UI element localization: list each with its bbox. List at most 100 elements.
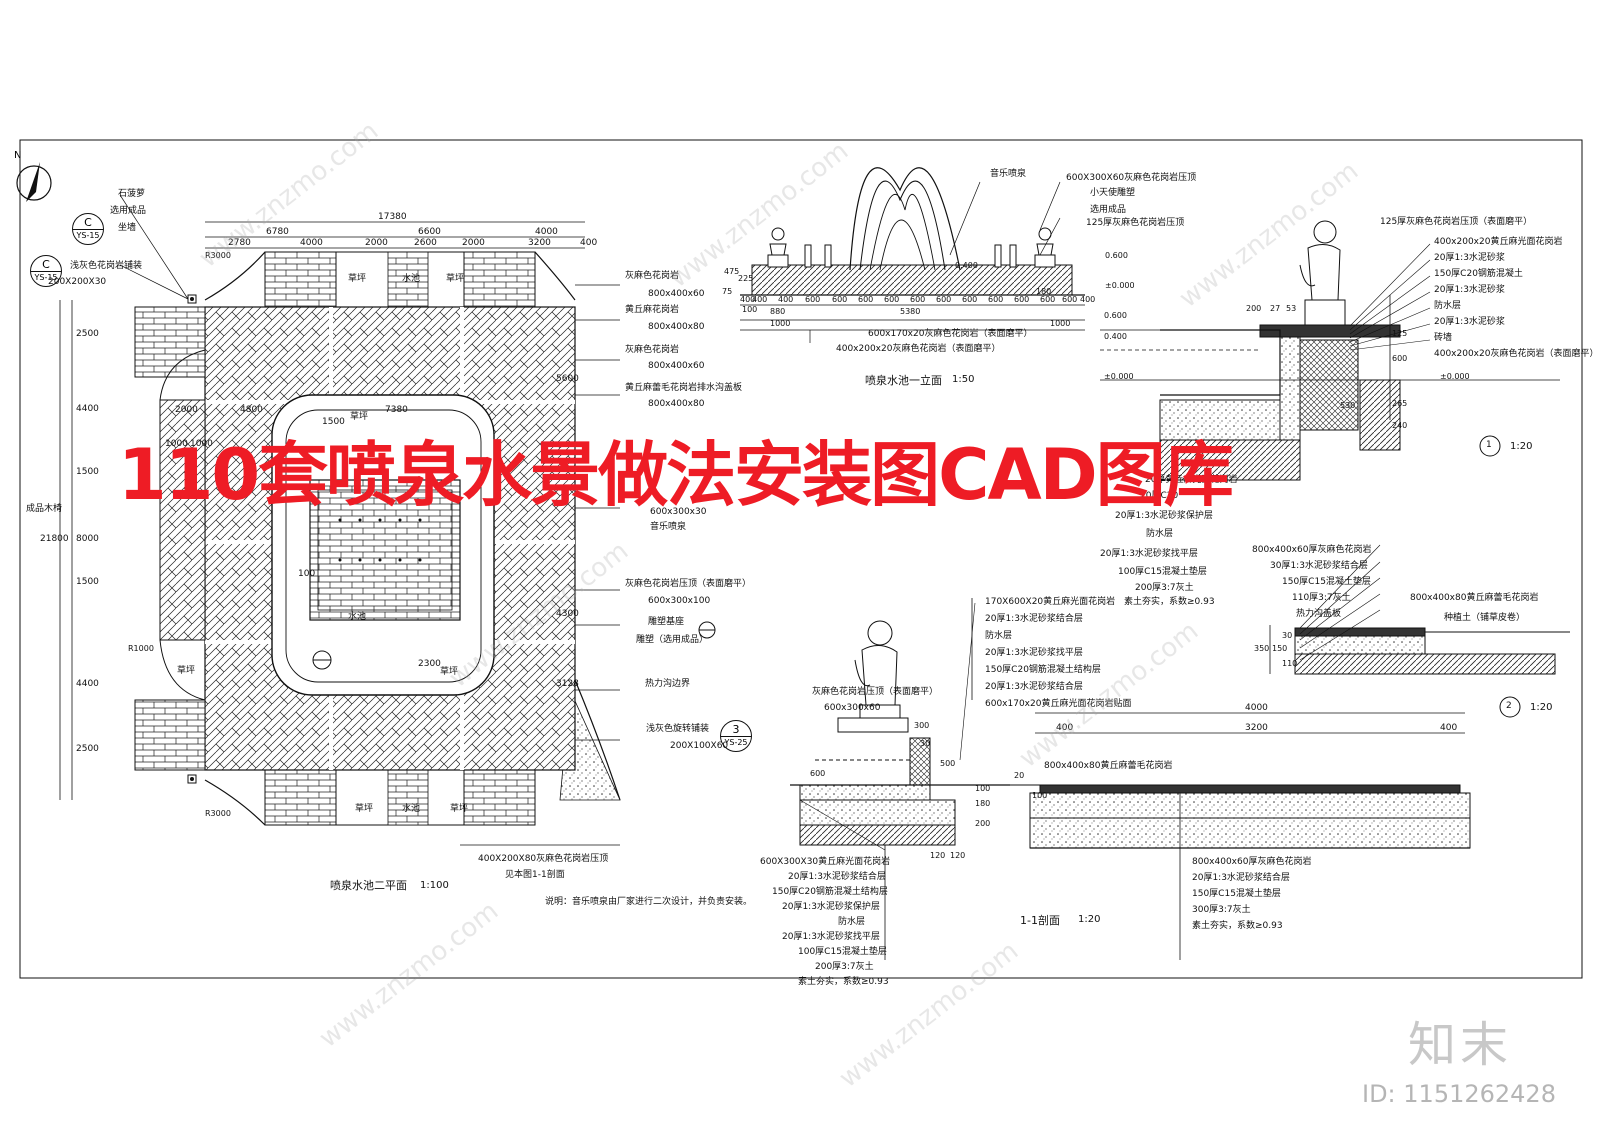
plan-view <box>59 194 716 846</box>
s1-label: 20厚1:3水泥砂浆 <box>1434 285 1505 295</box>
s3-bottom-label: 20厚1:3水泥砂浆找平层 <box>782 932 880 942</box>
s3-dim: 120 <box>950 851 966 860</box>
s3-bottom-label: 150厚C20钢筋混凝土结构层 <box>772 887 888 897</box>
s2-label: 30厚1:3水泥砂浆结合层 <box>1270 561 1368 571</box>
elev-dim: 880 <box>770 307 786 316</box>
callout-c: C YS-15 <box>72 213 104 245</box>
s1-label: 防水层 <box>1434 301 1462 311</box>
s11-dim: 400 <box>1440 723 1458 733</box>
elevation-view <box>740 167 1085 343</box>
paving-size-label: 200X200X30 <box>48 277 107 287</box>
elevation-title: 喷泉水池一立面 <box>865 374 942 387</box>
elev-dim: 600 <box>962 295 978 304</box>
s11-dim: 400 <box>1056 723 1074 733</box>
plan-scale: 1:100 <box>420 880 449 891</box>
size-label: 800x400x60 <box>648 361 705 371</box>
elev-level: ±0.000 <box>1105 281 1135 290</box>
plan-note: 说明：音乐喷泉由厂家进行二次设计，并负责安装。 <box>545 897 753 907</box>
s1-dim: 53 <box>1286 304 1297 313</box>
s3-top-label: 20厚1:3水泥砂浆找平层 <box>985 648 1083 658</box>
elevation-scale: 1:50 <box>952 374 975 385</box>
elev-music-fountain: 音乐喷泉 <box>990 169 1027 179</box>
sculpture-label: 雕塑（选用成品） <box>636 635 709 645</box>
section-1 <box>1100 220 1560 481</box>
plan-dim: 5600 <box>556 374 579 384</box>
s1-dim: 27 <box>1270 304 1281 313</box>
s1-dim: 240 <box>1392 421 1408 430</box>
s11-title: 1-1剖面 <box>1020 914 1060 927</box>
elev-dim: 600 <box>1062 295 1078 304</box>
elev-dim: 75 <box>722 287 733 296</box>
plan-dim: 2000 <box>365 238 388 248</box>
plan-grass-label: 草坪 <box>450 804 469 814</box>
plan-dim: 2000 <box>462 238 485 248</box>
elev-dim: 600 <box>936 295 952 304</box>
elev-dim: 600 <box>1040 295 1056 304</box>
s3-dim: 600 <box>810 769 826 778</box>
plan-dim: 1500 <box>322 417 345 427</box>
plan-dim: 2500 <box>76 744 99 754</box>
s1-label: 20厚1:3水泥砂浆 <box>1434 317 1505 327</box>
elev-level: 0.600 <box>1105 251 1128 260</box>
elev-dim: 400 <box>740 295 756 304</box>
s1-label: 20厚1:3水泥砂浆 <box>1434 253 1505 263</box>
s1-mid-label: 防水层 <box>1146 529 1174 539</box>
s2-side-label: 种植土（铺草皮卷） <box>1444 613 1526 623</box>
s1-mid-label: 20厚1:3水泥砂浆找平层 <box>1100 549 1198 559</box>
s2-dim: 150 <box>1272 644 1288 653</box>
size-label: 600x300x30 <box>650 507 707 517</box>
s1-label: 400x200x20黄丘麻光面花岗岩 <box>1434 237 1563 247</box>
callout-c: C YS-15 <box>30 255 62 287</box>
section-1-1 <box>1000 712 1471 960</box>
s3-top-label: 20厚1:3水泥砂浆结合层 <box>985 682 1083 692</box>
s1-scale: 1:20 <box>1510 441 1533 452</box>
select-product-label: 选用成品 <box>110 206 147 216</box>
plan-dim: 3128 <box>556 679 579 689</box>
plan-grass-label: 草坪 <box>177 666 196 676</box>
plan-dim: 3200 <box>528 238 551 248</box>
svg-text:N: N <box>14 150 21 161</box>
banner-title: 110套喷泉水景做法安装图CAD图库 <box>118 434 1234 516</box>
s1-mid-label: 素土夯实，系数≥0.93 <box>1124 597 1215 607</box>
plan-dim: 2000 <box>175 405 198 415</box>
heat-edge-label: 热力沟边界 <box>645 679 691 689</box>
plan-dim: 1000 <box>190 439 213 449</box>
elev-dim: 600 <box>988 295 1004 304</box>
s1-label: 150厚C20钢筋混凝土 <box>1434 269 1523 279</box>
s11-dim: 20 <box>1014 771 1025 780</box>
plan-grass-label: 草坪 <box>446 274 465 284</box>
s2-top-label: 800x400x80黄丘麻蕾毛花岗岩 <box>1410 593 1539 603</box>
elev-level: 0.400 <box>955 261 978 270</box>
north-arrow-icon: N <box>14 150 52 202</box>
drawing-frame <box>19 139 1583 979</box>
radius-label: R1000 <box>128 644 154 653</box>
plan-pool-label: 水池 <box>402 804 421 814</box>
grey-granite-label: 灰麻色花岗岩 <box>625 271 680 281</box>
s1-label: 400x200x20灰麻色花岗岩（表面磨平） <box>1434 349 1599 359</box>
callout-3: 3 YS-25 <box>720 720 752 752</box>
s2-label: 热力沟盖板 <box>1296 609 1342 619</box>
sculpture-base-label: 雕塑基座 <box>648 617 685 627</box>
s11-label: 800x400x60厚灰麻色花岗岩 <box>1192 857 1312 867</box>
elev-select: 选用成品 <box>1090 205 1127 215</box>
brand-logo: 知末 <box>1408 1017 1513 1073</box>
plan-dim: 4300 <box>556 609 579 619</box>
elev-dim: 225 <box>738 274 754 283</box>
s11-dim: 3200 <box>1245 723 1268 733</box>
s1-mid-label: 20厚C20 <box>1140 491 1179 501</box>
elev-dim: 400 <box>778 295 794 304</box>
s1-dim: 200 <box>1246 304 1262 313</box>
s1-mid-label: 200厚3:7灰土 <box>1135 583 1194 593</box>
s11-dim-total: 4000 <box>1245 703 1268 713</box>
radius-label: R3000 <box>205 251 231 260</box>
stone-pot-label: 石菠萝 <box>118 189 146 199</box>
plan-dim: 6600 <box>418 227 441 237</box>
coping-label: 灰麻色花岗岩压顶（表面磨平） <box>625 579 752 589</box>
light-grey-paving-label: 浅灰色花岗岩铺装 <box>70 261 143 271</box>
s3-bottom-label: 100厚C15混凝土垫层 <box>798 947 887 957</box>
s3-top-label: 150厚C20钢筋混凝土结构层 <box>985 665 1101 675</box>
size-label: 800x400x80 <box>648 322 705 332</box>
plan-dim: 1000 <box>165 439 188 449</box>
elev-dim: 100 <box>742 305 758 314</box>
plan-title: 喷泉水池二平面 <box>330 879 407 892</box>
